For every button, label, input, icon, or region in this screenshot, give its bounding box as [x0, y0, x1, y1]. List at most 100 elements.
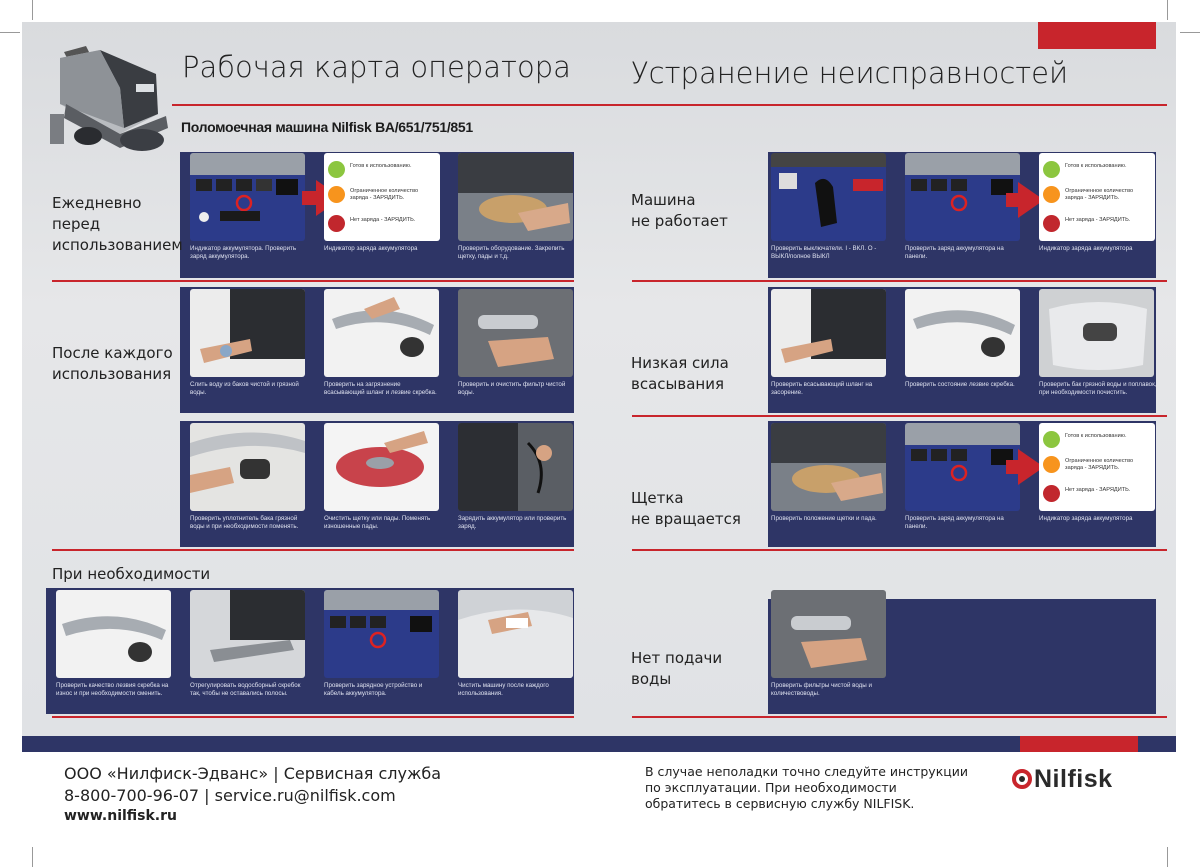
- blade-right-image: [913, 310, 1015, 357]
- battery-legend: Готов к использованию. Ограниченное коли…: [1039, 423, 1155, 511]
- tank-seal-image: [190, 432, 305, 493]
- control-panel-photo: [190, 153, 305, 241]
- row-label-line: перед: [52, 215, 101, 233]
- dirty-tank-photo: [1039, 289, 1154, 377]
- legend-text: Готов к использованию.: [1065, 433, 1127, 439]
- charger-panel-image: [324, 590, 439, 649]
- row-rule: [632, 280, 1167, 282]
- notice-line: по эксплуатации. При необходимости: [645, 780, 897, 795]
- legend-text: Ограниченное количество заряда - ЗАРЯДИТ…: [350, 188, 419, 201]
- row-rule: [52, 716, 574, 718]
- brush-pad-photo: [324, 423, 439, 511]
- suction-hose-photo: [771, 289, 886, 377]
- green-dot-icon: [328, 161, 345, 178]
- water-filter-photo: [771, 590, 886, 678]
- blade-right-photo: [905, 289, 1020, 377]
- charge-photo: [458, 423, 573, 511]
- card-caption: Проверить заряд аккумулятора на панели.: [905, 245, 1004, 260]
- card-caption: Проверить всасывающий шланг на засорение…: [771, 381, 873, 396]
- card-caption: Индикатор заряда аккумулятора: [1039, 245, 1133, 252]
- charge-panel-photo: [905, 153, 1020, 241]
- header-rule: [172, 104, 1167, 106]
- drain-image: [200, 289, 305, 363]
- card-caption: Зарядить аккумулятор или проверить заряд…: [458, 515, 567, 530]
- brush-image: [458, 153, 573, 231]
- brush-pad-image: [336, 431, 428, 487]
- squeegee-photo: [324, 289, 439, 377]
- row-label-line: Низкая сила: [631, 354, 729, 372]
- crop-mark: [1167, 847, 1168, 867]
- row-label-line: воды: [631, 670, 672, 688]
- card-caption: Слить воду из баков чистой и грязной вод…: [190, 381, 299, 396]
- row-rule: [52, 549, 574, 551]
- card-caption: Очистить щетку или пады. Поменять изноше…: [324, 515, 431, 530]
- adjust-image: [210, 590, 305, 662]
- filter-image: [478, 315, 554, 367]
- card-caption: Проверить состояние лезвие скребка.: [905, 381, 1015, 388]
- legend-text: Нет заряда - ЗАРЯДИТЬ.: [1065, 487, 1131, 493]
- row-label-no-water: Нет подачи воды: [631, 648, 722, 690]
- orange-dot-icon: [1043, 186, 1060, 203]
- card-caption: Индикатор заряда аккумулятора: [1039, 515, 1133, 522]
- legend-text: Нет заряда - ЗАРЯДИТЬ.: [1065, 217, 1131, 223]
- card-caption: Отрегулировать водосборный скребок так, …: [190, 682, 301, 697]
- row-label-low-suction: Низкая сила всасывания: [631, 353, 729, 395]
- row-label-line: Машина: [631, 191, 696, 209]
- legend-text: Нет заряда - ЗАРЯДИТЬ.: [350, 217, 416, 223]
- battery-legend: Готов к использованию. Ограниченное коли…: [1039, 153, 1155, 241]
- page-title-left: Рабочая карта оператора: [182, 50, 571, 84]
- machine-subtitle: Поломоечная машина Nilfisk BA/651/751/85…: [181, 119, 473, 135]
- brush-photo: [458, 153, 573, 241]
- card-caption: Проверить зарядное устройство и кабель а…: [324, 682, 423, 697]
- card-caption: Проверить уплотнитель бака грязной воды …: [190, 515, 299, 530]
- filter-photo: [458, 289, 573, 377]
- squeegee-image: [332, 297, 434, 357]
- legend-text: Ограниченное количество заряда - ЗАРЯДИТ…: [1065, 458, 1134, 471]
- card-caption: Проверить качество лезвия скребка на изн…: [56, 682, 169, 697]
- row-label-line: Ежедневно: [52, 194, 142, 212]
- blade-photo: [56, 590, 171, 678]
- switch-image: [771, 153, 886, 227]
- orange-dot-icon: [328, 186, 345, 203]
- top-red-tab: [1038, 22, 1156, 49]
- row-label-line: не вращается: [631, 510, 741, 528]
- card-caption: Проверить на загрязнение всасывающий шла…: [324, 381, 437, 396]
- bottom-band: [22, 736, 1176, 752]
- green-dot-icon: [1043, 431, 1060, 448]
- legend-text: Ограниченное количество заряда - ЗАРЯДИТ…: [1065, 188, 1134, 201]
- charge-panel-image: [905, 153, 1020, 212]
- drain-photo: [190, 289, 305, 377]
- card-caption: Проверить фильтры чистой воды и количест…: [771, 682, 872, 697]
- red-dot-icon: [1043, 215, 1060, 232]
- crop-mark: [0, 32, 20, 33]
- card-caption: Проверить бак грязной воды и поплавок, п…: [1039, 381, 1157, 396]
- charge-panel-2-photo: [905, 423, 1020, 511]
- card-caption: Чистить машину после каждого использован…: [458, 682, 549, 697]
- card-caption: Индикатор заряда аккумулятора: [324, 245, 418, 252]
- logo-text: Nilfisk: [1034, 765, 1113, 793]
- charge-panel-2-image: [905, 423, 1020, 482]
- bottom-red-tab: [1020, 736, 1138, 752]
- footer-contact[interactable]: 8-800-700-96-07 | service.ru@nilfisk.com: [64, 786, 396, 805]
- battery-legend: Готов к использованию. Ограниченное коли…: [324, 153, 440, 241]
- row-label-brush: Щетка не вращается: [631, 488, 741, 530]
- nilfisk-logo-icon: [1012, 769, 1032, 789]
- row-label-line: использования: [52, 365, 172, 383]
- legend-text: Готов к использованию.: [350, 163, 412, 169]
- page-title-right: Устранение неисправностей: [631, 56, 1069, 90]
- row-label-line: Щетка: [631, 489, 684, 507]
- brush-position-image: [771, 423, 886, 501]
- card-caption: Проверить положение щетки и пада.: [771, 515, 877, 522]
- clean-machine-photo: [458, 590, 573, 678]
- control-panel-image: [190, 153, 305, 222]
- green-dot-icon: [1043, 161, 1060, 178]
- scrubber-machine-image: [50, 46, 168, 151]
- footer-website[interactable]: www.nilfisk.ru: [64, 808, 177, 824]
- adjust-photo: [190, 590, 305, 678]
- legend-text: Готов к использованию.: [1065, 163, 1127, 169]
- card-caption: Проверить заряд аккумулятора на панели.: [905, 515, 1004, 530]
- switch-photo: [771, 153, 886, 241]
- charge-image: [458, 423, 552, 511]
- row-label-daily: Ежедневно перед использованием: [52, 193, 183, 256]
- brush-position-photo: [771, 423, 886, 511]
